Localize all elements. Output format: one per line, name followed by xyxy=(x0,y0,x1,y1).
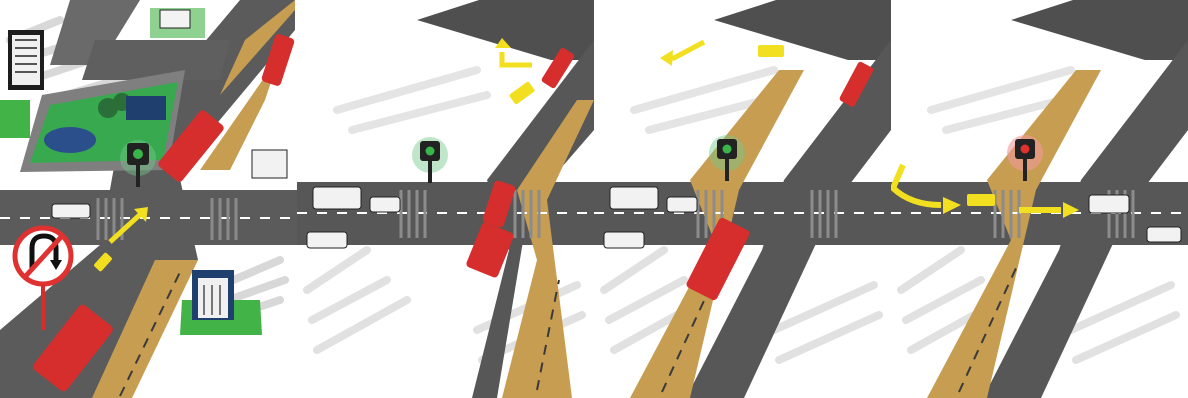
white-car xyxy=(307,232,347,248)
green-light-icon xyxy=(426,147,435,156)
white-car xyxy=(1089,195,1129,213)
white-car xyxy=(604,232,644,248)
panel-1-scene xyxy=(0,0,297,398)
pond-icon xyxy=(44,127,96,153)
green-light-icon xyxy=(723,145,732,154)
white-car xyxy=(667,197,697,212)
panel-1 xyxy=(0,0,297,398)
green-light-icon xyxy=(133,149,143,159)
yellow-car xyxy=(758,45,784,57)
panel-4-scene xyxy=(891,0,1188,398)
building-icon xyxy=(252,150,287,178)
red-light-icon xyxy=(1021,145,1030,154)
white-car xyxy=(370,197,400,212)
panel-2 xyxy=(297,0,594,398)
white-truck xyxy=(610,187,658,209)
yellow-car xyxy=(967,194,995,206)
panel-2-scene xyxy=(297,0,594,398)
panel-4 xyxy=(891,0,1188,398)
white-car xyxy=(52,204,90,218)
white-car xyxy=(1147,227,1181,242)
panel-3-scene xyxy=(594,0,891,398)
panel-3 xyxy=(594,0,891,398)
building-icon xyxy=(126,96,166,120)
white-truck xyxy=(313,187,361,209)
